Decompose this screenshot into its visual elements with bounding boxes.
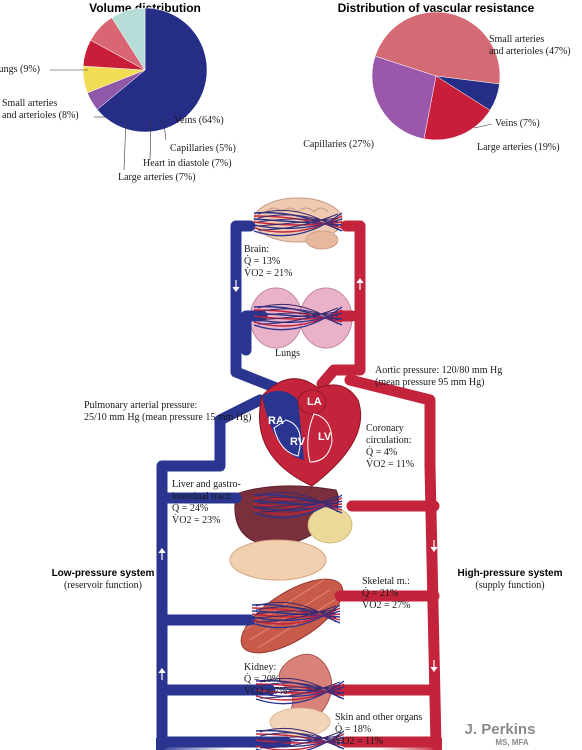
coronary-label-2: circulation: xyxy=(366,435,412,446)
resistance-pie-title: Distribution of vascular resistance xyxy=(338,1,535,15)
skin-label: Skin and other organs xyxy=(335,712,422,723)
volume-label-capillaries: Capillaries (5%) xyxy=(170,143,236,154)
skeletal-label: Skeletal m.: xyxy=(362,576,410,587)
resistance-pie-slices xyxy=(371,11,501,141)
pie-slice-capillaries xyxy=(371,55,437,140)
circulation-diagram: RA LA RV LV Brain: Q̇ = 13% V̇O2 = 21% L… xyxy=(52,197,563,750)
volume-label-small-1: Small arteries xyxy=(2,98,57,109)
high-pressure-title: High-pressure system xyxy=(457,568,562,579)
capillary-bed xyxy=(253,303,343,331)
coronary-vo2: V̇O2 = 11% xyxy=(366,458,414,470)
skeletal-vo2: V̇O2 = 27% xyxy=(362,599,410,611)
heart-la-label: LA xyxy=(307,396,322,408)
skin-q: Q̇ = 18% xyxy=(335,723,371,735)
liver-label-2: intestinal tract: xyxy=(172,491,232,502)
brain-vo2: V̇O2 = 21% xyxy=(244,267,292,279)
volume-label-heart: Heart in diastole (7%) xyxy=(143,158,232,169)
capillary-bed xyxy=(253,491,343,519)
liver-label-1: Liver and gastro- xyxy=(172,479,241,490)
low-pressure-subtitle: (reservoir function) xyxy=(64,580,142,591)
heart: RA LA RV LV xyxy=(259,378,362,487)
resistance-pie-chart: Distribution of vascular resistance Smal… xyxy=(303,1,570,153)
kidney-q: Q̇ = 20% xyxy=(244,673,280,685)
resistance-label-small-1: Small arteries xyxy=(489,34,544,45)
heart-rv-label: RV xyxy=(290,436,306,448)
heart-ra-label: RA xyxy=(268,415,284,427)
liver-vo2: V̇O2 = 23% xyxy=(172,514,220,526)
liver-organ xyxy=(229,485,353,581)
capillary-bed xyxy=(253,209,343,237)
brain-label: Brain: xyxy=(244,244,269,255)
artist-signature: J. Perkins MS, MFA xyxy=(465,721,536,747)
low-pressure-title: Low-pressure system xyxy=(52,568,155,579)
coronary-q: Q̇ = 4% xyxy=(366,446,397,458)
signature-credentials: MS, MFA xyxy=(495,738,529,747)
capillary-bed xyxy=(255,677,345,705)
volume-label-large-arteries: Large arteries (7%) xyxy=(118,172,196,183)
kidney-label: Kidney: xyxy=(244,662,276,673)
signature-name: J. Perkins xyxy=(465,721,536,738)
volume-label-lungs: Lungs (9%) xyxy=(0,64,40,75)
pulmonary-pressure-1: Pulmonary arterial pressure: xyxy=(84,400,197,411)
pie-slice-lungs xyxy=(111,7,146,71)
resistance-label-capillaries: Capillaries (27%) xyxy=(303,139,374,150)
resistance-label-veins: Veins (7%) xyxy=(495,118,540,129)
volume-pie-chart: Volume distribution Veins (64%) Lungs (9… xyxy=(0,1,236,183)
aortic-pressure-1: Aortic pressure: 120/80 mm Hg xyxy=(375,365,502,376)
high-pressure-subtitle: (supply function) xyxy=(475,580,544,591)
skin-vo2: V̇O2 = 11% xyxy=(335,735,383,747)
kidney-vo2: V̇O2 = 7% xyxy=(244,685,287,697)
capillary-beds xyxy=(251,209,345,750)
pie-slice-veins xyxy=(96,7,208,133)
coronary-label-1: Coronary xyxy=(366,423,404,434)
skeletal-q: Q̇ = 21% xyxy=(362,587,398,599)
liver-q: Q̇ = 24% xyxy=(172,502,208,514)
volume-label-small-2: and arterioles (8%) xyxy=(2,110,79,121)
volume-label-veins: Veins (64%) xyxy=(174,115,224,126)
resistance-label-small-2: and arterioles (47%) xyxy=(489,46,571,57)
aortic-pressure-2: (mean pressure 95 mm Hg) xyxy=(375,377,484,388)
volume-pie-slices xyxy=(82,7,208,133)
heart-lv-label: LV xyxy=(318,431,332,443)
flow-arrows xyxy=(158,278,438,680)
capillary-bed xyxy=(255,727,345,750)
resistance-label-large-arteries: Large arteries (19%) xyxy=(477,142,560,153)
capillary-bed xyxy=(251,601,341,629)
pie-slice-small-arteries-and-arterioles xyxy=(374,11,501,85)
arterial-vessels xyxy=(316,220,442,750)
lungs-label: Lungs xyxy=(275,348,300,359)
brain-q: Q̇ = 13% xyxy=(244,255,280,267)
pie-slice-large-arteries xyxy=(423,75,491,141)
pulmonary-pressure-2: 25/10 mm Hg (mean pressure 15 mm Hg) xyxy=(84,412,251,423)
